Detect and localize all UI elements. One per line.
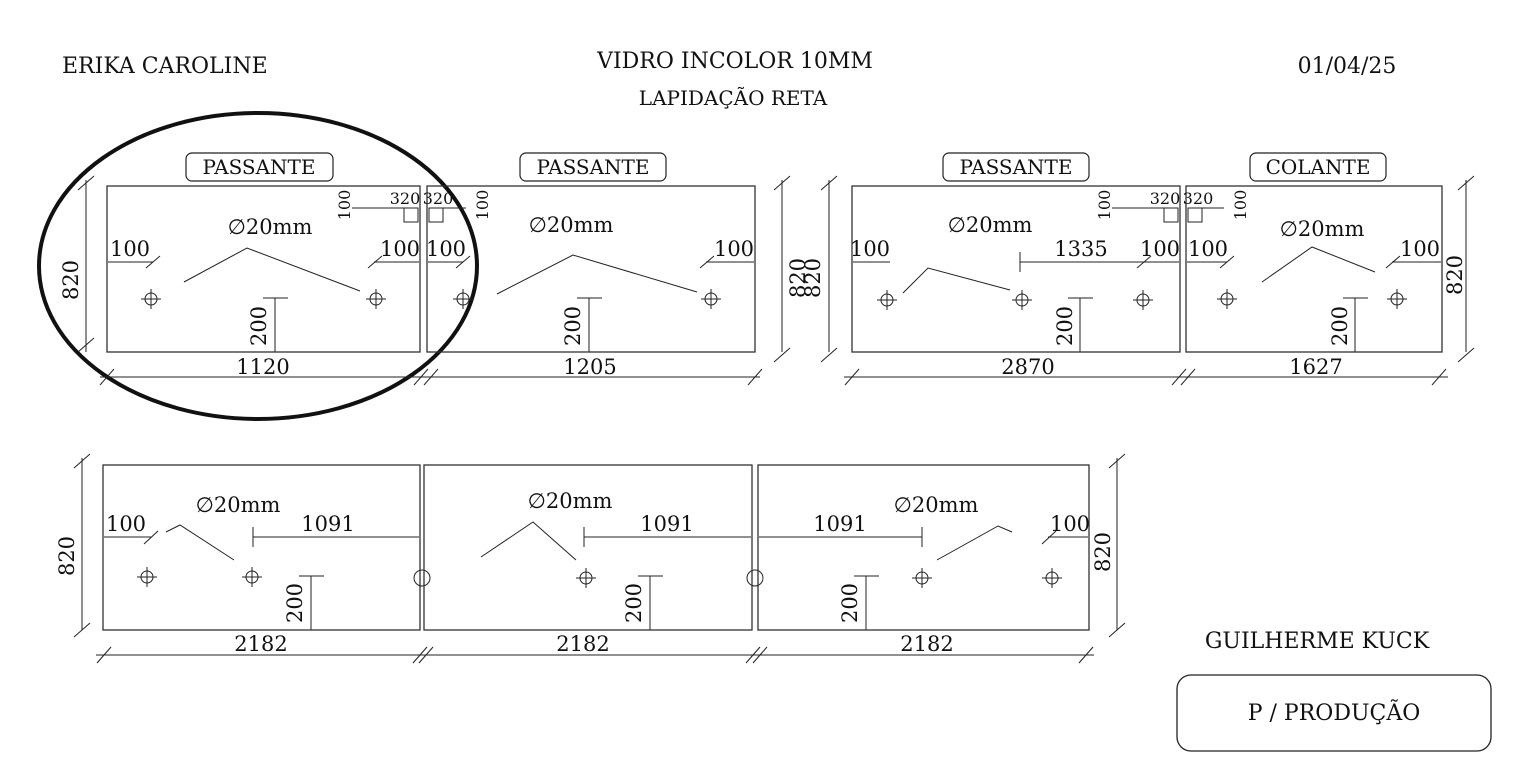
edge-left-dim: 100 [426,237,466,261]
hole-callout: ∅20mm [228,215,313,239]
height-dim: 820 [1443,255,1467,295]
drop-dim: 200 [1328,306,1352,346]
hole-callout: ∅20mm [1280,217,1365,241]
edge-left-dim: 100 [850,237,890,261]
hole-callout: ∅20mm [528,489,613,513]
corner-dim-a: 100 [1095,190,1114,221]
edge-right-dim: 100 [380,237,420,261]
panel-top-1: PASSANTE 820 1120 100 100 ∅20mm 200 100 … [59,152,429,386]
corner-dim-b: 320 [1150,189,1181,208]
stamp-box [1176,674,1492,752]
tag-label: PASSANTE [203,155,316,179]
drop-dim: 200 [247,306,271,346]
hole-callout: ∅20mm [948,213,1033,237]
joint-marker [746,569,764,587]
panel-bottom-1: 820 2182 100 1091 ∅20mm 200 [55,453,428,664]
panel-bottom-2: 2182 1091 ∅20mm 200 [418,464,761,664]
edge-right-dim: 100 [714,237,754,261]
height-dim: 820 [55,536,79,576]
span-dim: 1091 [813,512,866,536]
glass-panel [851,185,1181,353]
tag-box [185,152,334,182]
panel-top-2: PASSANTE 1205 820 100 100 ∅20mm 200 320 … [420,152,810,386]
stamp-label: P / PRODUÇÃO [1248,698,1421,726]
joint-marker [413,569,431,587]
finish-title: LAPIDAÇÃO RETA [639,86,828,110]
glass-panel [757,464,1090,631]
highlight-circle [37,111,479,421]
corner-dim-a: 100 [335,190,354,221]
width-dim: 1120 [236,355,289,379]
edge-right-dim: 100 [1140,237,1180,261]
width-dim: 1205 [563,355,616,379]
panel-top-3: PASSANTE 820 2870 100 1335 100 ∅20mm 200… [801,152,1187,386]
panel-bottom-3: 2182 820 1091 100 ∅20mm 200 [752,453,1126,664]
span-dim: 1091 [640,512,693,536]
span-dim: 1091 [301,512,354,536]
edge-left-dim: 100 [110,237,150,261]
tag-box [942,152,1090,182]
tag-box [519,152,667,182]
corner-dim-a: 320 [1183,189,1214,208]
drop-dim: 200 [838,583,862,623]
corner-dim-b: 100 [473,190,492,221]
drop-dim: 200 [283,583,307,623]
glass-panel [423,464,753,631]
tag-label: COLANTE [1266,155,1371,179]
drop-dim: 200 [1053,306,1077,346]
edge-dim: 100 [1050,512,1090,536]
drop-dim: 200 [561,306,585,346]
material-title: VIDRO INCOLOR 10MM [596,49,873,74]
width-dim: 2182 [556,632,609,656]
drop-dim: 200 [622,583,646,623]
hole-callout: ∅20mm [529,213,614,237]
glass-panel [102,464,421,631]
width-dim: 2870 [1001,355,1054,379]
date-label: 01/04/25 [1298,54,1397,79]
edge-right-dim: 100 [1400,237,1440,261]
client-name: ERIKA CAROLINE [62,54,268,79]
glass-panel [1185,185,1443,353]
tag-label: PASSANTE [537,155,650,179]
width-dim: 1627 [1289,355,1342,379]
span-dim: 1335 [1054,237,1107,261]
panel-top-4: COLANTE 1627 820 100 100 ∅20mm 200 320 1… [1180,152,1475,386]
corner-dim-a: 320 [423,189,454,208]
glass-panel [106,185,421,353]
author-name: GUILHERME KUCK [1205,629,1430,654]
height-dim: 820 [1091,532,1115,572]
height-dim: 820 [786,258,810,298]
corner-dim-b: 320 [390,189,421,208]
edge-dim: 100 [106,512,146,536]
hole-callout: ∅20mm [196,493,281,517]
height-dim: 820 [59,260,83,300]
edge-left-dim: 100 [1188,237,1228,261]
glass-panel [426,185,756,353]
tag-label: PASSANTE [960,155,1073,179]
width-dim: 2182 [900,632,953,656]
tag-box [1249,152,1387,182]
width-dim: 2182 [234,632,287,656]
height-dim: 820 [801,258,825,298]
hole-callout: ∅20mm [894,493,979,517]
corner-dim-b: 100 [1231,190,1250,221]
